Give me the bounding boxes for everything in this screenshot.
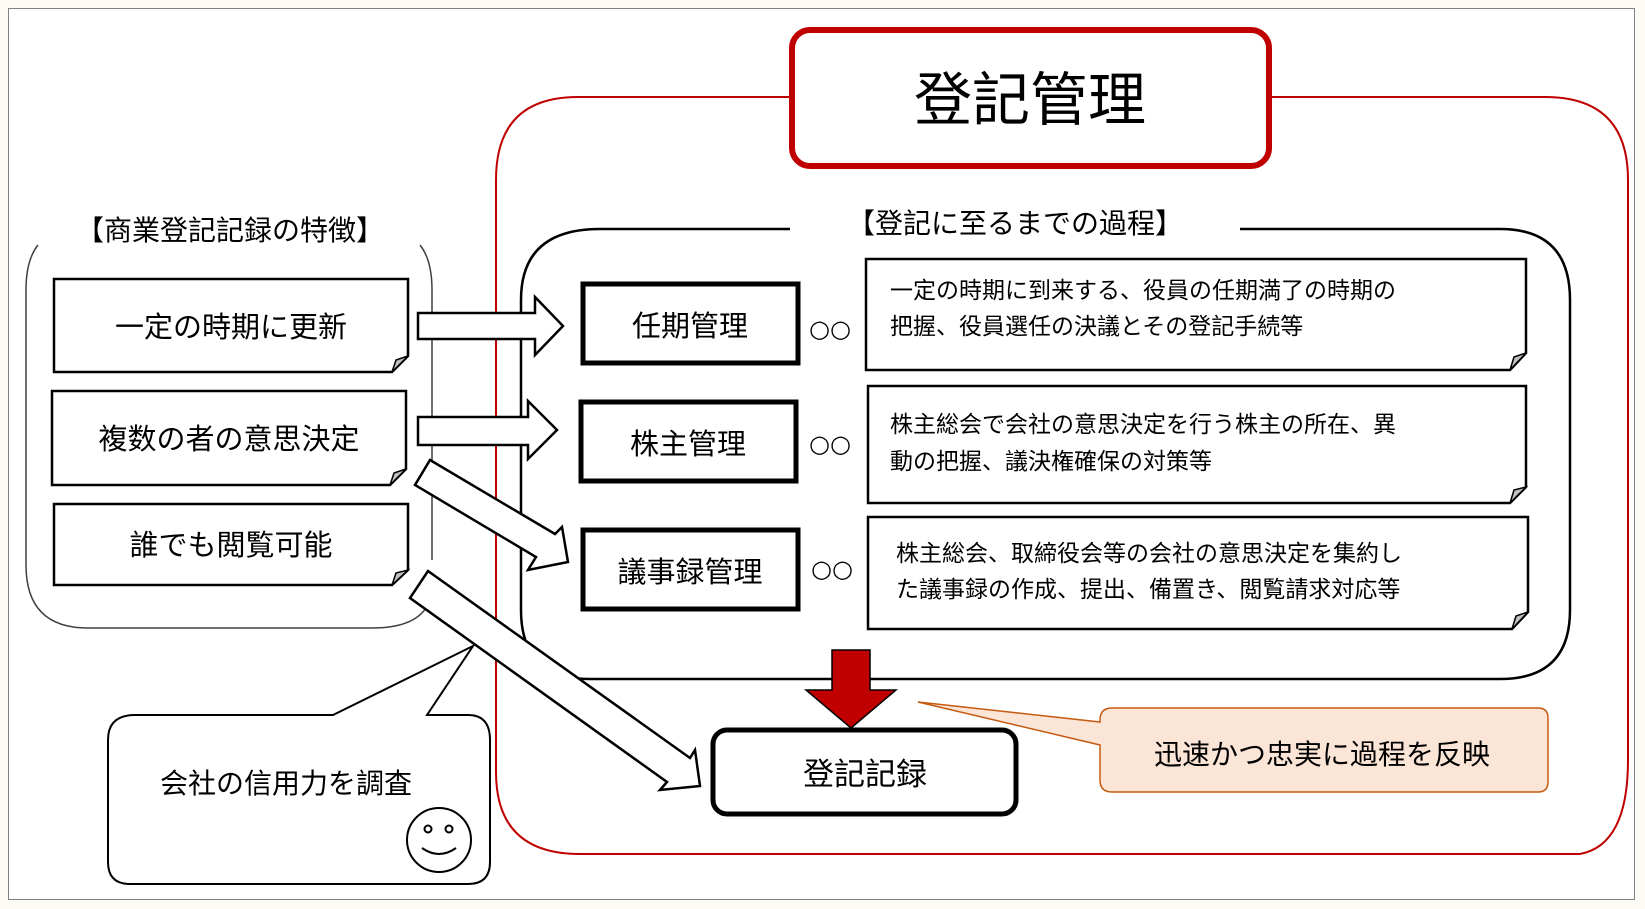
step-box (580, 527, 801, 612)
step-label: 株主管理 (630, 427, 746, 461)
step-description-line: 把握、役員選任の決議とその登記手続等 (890, 314, 1303, 340)
step-connector: ○○ (809, 430, 851, 458)
arrow-diagonal-icon (413, 458, 570, 572)
features-heading: 【商業登記記録の特徴】 (76, 214, 384, 247)
step-box (578, 399, 799, 484)
step-label: 任期管理 (632, 309, 748, 343)
arrow-right-icon (416, 293, 565, 359)
arrow-diagonal-long-icon (408, 569, 702, 792)
management-region-border (495, 96, 1629, 855)
step-label: 議事録管理 (617, 555, 762, 589)
step-box (580, 281, 801, 366)
feature-label: 一定の時期に更新 (115, 310, 347, 344)
page-title: 登記管理 (914, 66, 1146, 134)
process-step: 議事録管理 ○○ 株主総会、取締役会等の会社の意思決定を集約し た議事録の作成、… (580, 515, 1530, 631)
result-box (710, 727, 1019, 817)
process-step: 株主管理 ○○ 株主総会で会社の意思決定を行う株主の所在、異 動の把握、議決権確… (578, 384, 1529, 505)
step-description-line: 株主総会、取締役会等の会社の意思決定を集約し (896, 541, 1402, 567)
title-box (789, 27, 1272, 169)
step-description-line: 株主総会で会社の意思決定を行う株主の所在、異 (890, 412, 1396, 438)
callout-reflect-text: 迅速かつ忠実に過程を反映 (1154, 738, 1490, 771)
arrow-right-icon (416, 397, 559, 463)
smiley-face-icon (406, 807, 472, 873)
feature-label: 複数の者の意思決定 (98, 422, 359, 456)
feature-label: 誰でも閲覧可能 (129, 528, 332, 562)
process-heading: 【登記に至るまでの過程】 (847, 207, 1183, 240)
step-connector: ○○ (811, 555, 853, 583)
process-group-border (519, 227, 1572, 681)
arrow-down-icon (803, 649, 899, 729)
callout-investigate-text: 会社の信用力を調査 (160, 767, 412, 800)
step-description-line: 動の把握、議決権確保の対策等 (890, 449, 1212, 475)
result-label: 登記記録 (803, 757, 927, 793)
step-connector: ○○ (809, 315, 851, 343)
step-description-line: 一定の時期に到来する、役員の任期満了の時期の (890, 278, 1396, 304)
process-step: 任期管理 ○○ 一定の時期に到来する、役員の任期満了の時期の 把握、役員選任の決… (580, 257, 1528, 372)
feature-item: 複数の者の意思決定 (50, 389, 408, 487)
feature-item: 誰でも閲覧可能 (52, 502, 411, 587)
features-group-border (25, 244, 433, 629)
callout-investigate (107, 643, 491, 885)
callout-reflect (917, 701, 1549, 793)
step-description-line: た議事録の作成、提出、備置き、閲覧請求対応等 (896, 577, 1400, 603)
feature-item: 一定の時期に更新 (52, 277, 410, 374)
